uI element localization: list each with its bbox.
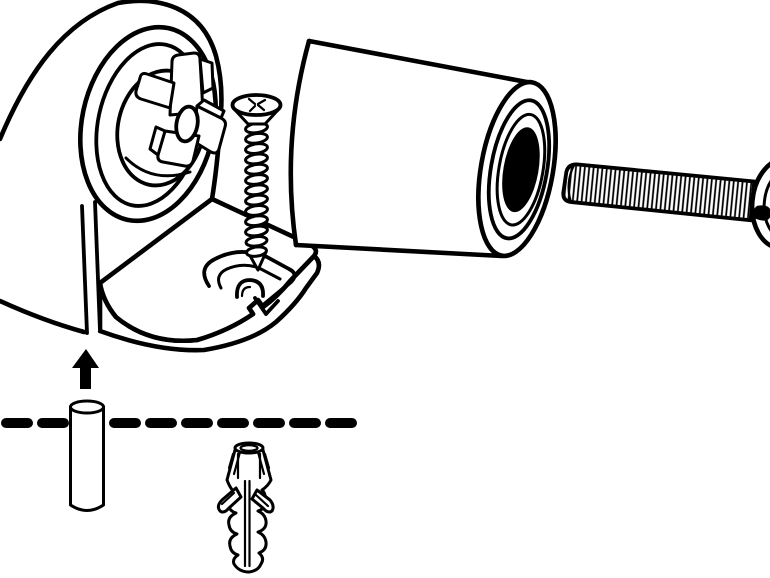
bolt-rod-end-cap <box>567 164 576 203</box>
bracket-part: Door-stop mounting bracket Cross socket … <box>0 0 322 353</box>
buffer-left-cap <box>288 38 312 248</box>
buffer-top-edge <box>306 38 535 86</box>
fin-front-edge-inner <box>93 200 102 333</box>
rubber-buffer-part: Rubber buffer cylinder <box>288 38 558 259</box>
fin-front-edge-outer <box>80 204 89 335</box>
bolt-head <box>749 156 770 251</box>
keyhole-front-notch <box>253 296 280 316</box>
dowel-pin-body <box>69 405 105 512</box>
phillips-tick <box>256 98 267 106</box>
keyhole-arch-curl <box>240 285 252 298</box>
buffer-bore-hole <box>502 127 540 213</box>
machine-bolt-part: Long machine bolt <box>561 156 770 251</box>
wall-anchor-part: Expansion wall anchor plug <box>216 441 275 574</box>
bolt-head-slot <box>753 205 770 221</box>
cross-arm-left <box>134 72 176 110</box>
cross-arm-down-facet <box>148 125 167 157</box>
wood-screw-part: Countersunk Phillips wood screw <box>230 93 283 272</box>
buffer-bottom-edge <box>293 242 505 259</box>
collar-hatch <box>263 452 271 470</box>
phillips-slot-icon <box>247 97 267 113</box>
cross-arm-right-facet <box>195 98 226 120</box>
buffer-body-fill <box>291 41 532 254</box>
keyhole-arch <box>235 278 265 299</box>
insertion-arrow: Insertion direction arrow <box>72 349 99 389</box>
dowel-pin-top <box>69 399 105 415</box>
anchor-mouth-bore <box>239 444 259 452</box>
anchor-wing-left <box>216 486 243 514</box>
up-arrow-icon <box>72 349 99 389</box>
keyhole-inner-rim <box>217 263 282 290</box>
socket-cavity-arc <box>124 156 192 178</box>
bolt-rod-outline <box>561 162 757 223</box>
cross-center-hole <box>174 104 200 144</box>
buffer-face-rings <box>476 79 558 259</box>
cross-arm-up-facet <box>198 57 215 95</box>
dowel-pin-part: Dowel pin <box>69 399 105 512</box>
bolt-head-rim <box>762 167 770 241</box>
anchor-wing-right-line <box>254 493 270 508</box>
screw-head <box>230 93 283 117</box>
phillips-tick <box>247 97 257 106</box>
bracket-bottom-edge <box>0 298 87 335</box>
phillips-tick <box>256 103 266 112</box>
socket-cross-insert: Cross socket insert <box>134 51 227 168</box>
anchor-expansion-slot <box>243 479 251 568</box>
anchor-wings <box>216 486 275 514</box>
phillips-tick <box>248 104 257 113</box>
collar-hatch <box>227 452 235 470</box>
anchor-wing-left-line <box>220 491 236 506</box>
